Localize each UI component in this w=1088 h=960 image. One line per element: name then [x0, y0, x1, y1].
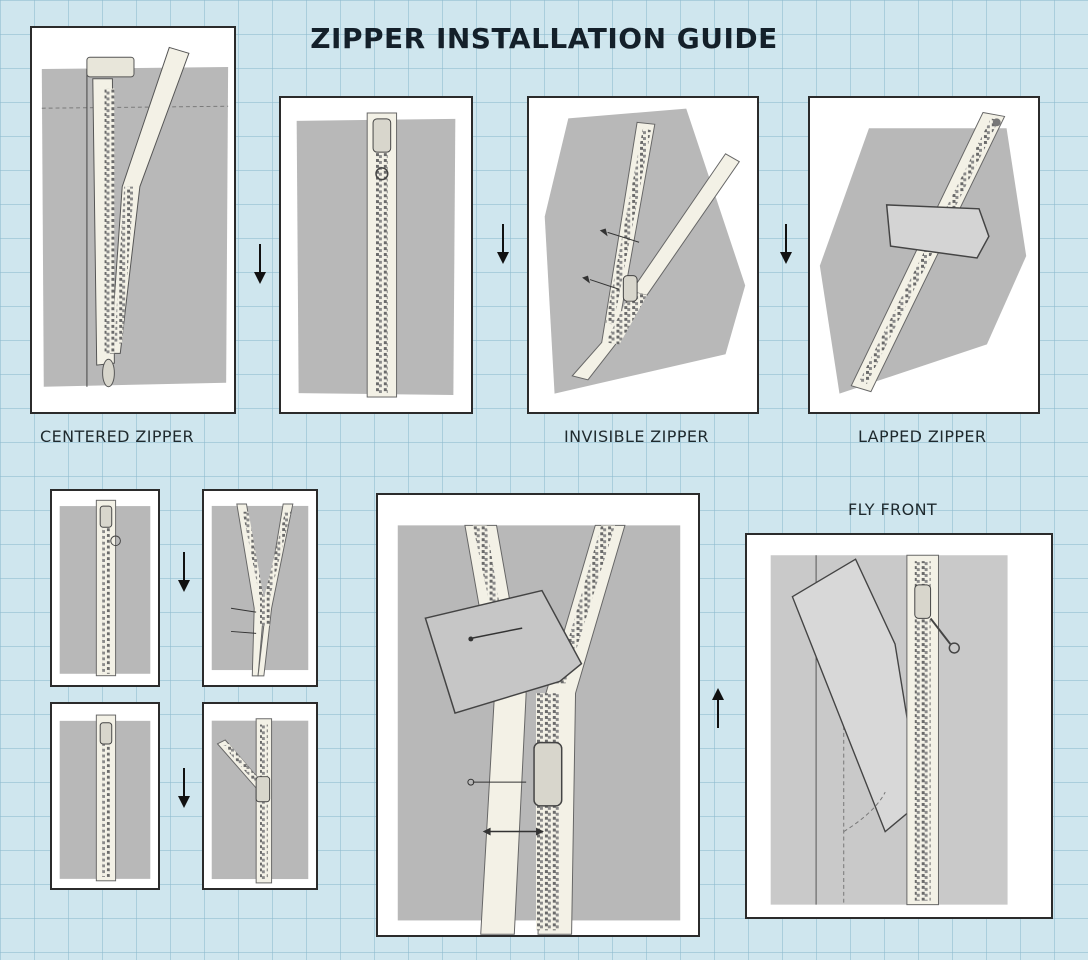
arrow-down-icon: [776, 222, 796, 266]
panel-small-step-3: [50, 702, 160, 890]
panel-centered-step-1: [30, 26, 236, 414]
panel-large-detail: [376, 493, 700, 937]
page-title: ZIPPER INSTALLATION GUIDE: [310, 22, 778, 55]
caption-fly-front: FLY FRONT: [848, 500, 938, 519]
panel-lapped-step-1: [808, 96, 1040, 414]
arrow-down-icon: [250, 242, 270, 286]
arrow-up-icon: [708, 686, 728, 730]
caption-lapped: LAPPED ZIPPER: [858, 427, 987, 446]
panel-small-step-4: [202, 702, 318, 890]
panel-centered-step-2: [279, 96, 473, 414]
arrow-down-icon: [174, 550, 194, 594]
caption-centered: CENTERED ZIPPER: [40, 427, 194, 446]
arrow-down-icon: [493, 222, 513, 266]
arrow-down-icon: [174, 766, 194, 810]
panel-small-step-1: [50, 489, 160, 687]
panel-fly-front: [745, 533, 1053, 919]
panel-invisible-step-1: [527, 96, 759, 414]
panel-small-step-2: [202, 489, 318, 687]
caption-invisible: INVISIBLE ZIPPER: [564, 427, 709, 446]
